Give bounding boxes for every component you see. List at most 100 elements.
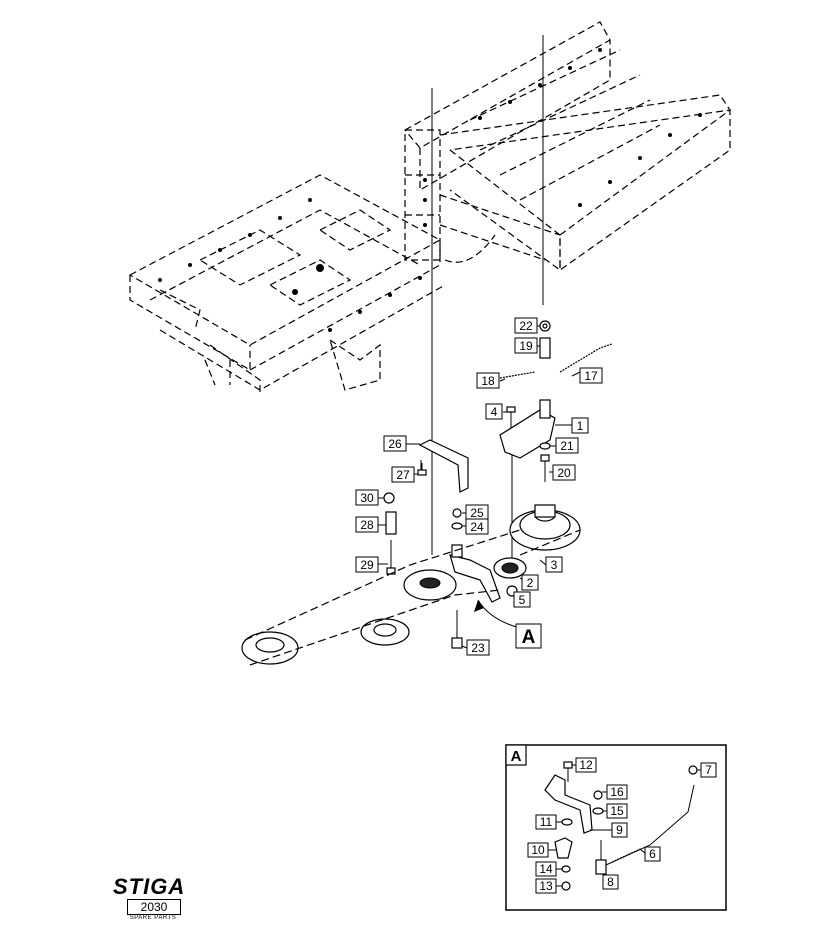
- callout-6: 6: [644, 846, 661, 862]
- callout-8-text: 8: [607, 875, 614, 889]
- callout-24-text: 24: [470, 520, 484, 534]
- part-washer-24: [451, 522, 463, 530]
- callout-9: 9: [611, 822, 628, 838]
- inset-arm-9: [544, 774, 593, 834]
- callout-22-text: 22: [519, 319, 533, 333]
- callout-13: 13: [535, 878, 557, 894]
- callout-26-text: 26: [388, 437, 402, 451]
- callout-20-text: 20: [557, 466, 571, 480]
- inset-washer-11: [561, 818, 573, 826]
- inset-clip-10: [554, 837, 573, 859]
- callout-21-text: 21: [560, 439, 574, 453]
- callout-8: 8: [602, 874, 619, 890]
- callout-25-text: 25: [470, 506, 484, 520]
- inset-label-box: [505, 744, 527, 766]
- callout-20: 20: [552, 464, 576, 481]
- callout-18: 18: [476, 372, 500, 389]
- callout-25: 25: [465, 504, 489, 521]
- stiga-logo: STIGA 2030 SPARE PARTS: [113, 875, 193, 923]
- part-spacer-28: [385, 511, 397, 535]
- detail-a-marker[interactable]: A: [515, 623, 542, 649]
- callout-3: 3: [545, 556, 563, 573]
- inset-nut-13: [561, 881, 571, 891]
- part-bolt-4: [506, 406, 516, 430]
- part-nut-22: [539, 320, 551, 332]
- callout-5-text: 5: [519, 593, 526, 607]
- part-nut-30: [383, 492, 395, 504]
- callout-1-text: 1: [577, 419, 584, 433]
- callout-30: 30: [355, 489, 379, 506]
- deck-belt-and-pulleys: [241, 529, 581, 666]
- part-spring-18: [499, 371, 536, 379]
- callout-17: 17: [579, 367, 603, 384]
- logo-subtitle: SPARE PARTS: [129, 915, 177, 921]
- callout-12: 12: [575, 757, 597, 773]
- callout-22: 22: [514, 317, 538, 334]
- callout-21: 21: [555, 437, 579, 454]
- callout-4: 4: [485, 403, 503, 420]
- inset-label-text: A: [511, 748, 522, 765]
- callout-18-text: 18: [481, 374, 495, 388]
- callout-13-text: 13: [539, 879, 553, 893]
- inset-washer-15: [592, 807, 604, 815]
- part-nut-25: [452, 508, 462, 518]
- inset-bolt-8: [595, 840, 607, 875]
- parts: [241, 320, 613, 666]
- callout-28: 28: [355, 516, 379, 533]
- alignment-lines: [420, 35, 544, 560]
- detail-a-marker-text: A: [522, 627, 536, 648]
- part-spacer-19: [539, 337, 551, 359]
- part-bracket-26: [418, 439, 469, 493]
- detail-arrow-head: [474, 600, 484, 612]
- callout-16: 16: [606, 784, 628, 800]
- callout-11-text: 11: [540, 815, 553, 829]
- callout-30-text: 30: [360, 491, 374, 505]
- inset-nut-7: [688, 765, 698, 775]
- logo-brand: STIGA: [113, 874, 186, 899]
- callout-17-text: 17: [584, 369, 598, 383]
- callout-1: 1: [571, 417, 589, 434]
- callout-2-text: 2: [527, 576, 534, 590]
- callout-27-text: 27: [396, 468, 410, 482]
- callout-2: 2: [521, 574, 539, 591]
- callout-14-text: 14: [539, 862, 553, 876]
- part-arm-boss: [451, 544, 463, 558]
- callout-11: 11: [535, 814, 557, 830]
- inset-washer-14: [561, 865, 571, 873]
- inset-nut-16: [593, 790, 603, 800]
- callout-14: 14: [535, 861, 557, 877]
- callout-15: 15: [606, 803, 628, 819]
- callout-4-text: 4: [491, 405, 498, 419]
- part-spring-17: [559, 343, 613, 373]
- part-bolt-27: [417, 463, 427, 476]
- callout-10: 10: [527, 842, 549, 858]
- callout-26: 26: [383, 435, 407, 452]
- callout-28-text: 28: [360, 518, 374, 532]
- callout-23-text: 23: [471, 641, 485, 655]
- part-bracket-1-boss: [539, 399, 551, 419]
- callout-10-text: 10: [531, 843, 545, 857]
- callouts-main: 22 19 18 17 4 1 21 20: [355, 317, 603, 656]
- callout-27: 27: [391, 466, 415, 483]
- part-washer-21: [539, 442, 551, 450]
- callout-15-text: 15: [610, 804, 624, 818]
- callout-12-text: 12: [579, 758, 593, 772]
- detail-inset-a: A: [505, 744, 727, 911]
- callout-16-text: 16: [610, 785, 624, 799]
- callout-29-text: 29: [360, 558, 374, 572]
- callout-6-text: 6: [649, 847, 656, 861]
- part-bolt-23: [451, 610, 463, 649]
- callout-19-text: 19: [519, 339, 533, 353]
- callout-24: 24: [465, 518, 489, 535]
- part-belt-pulley-3: [509, 504, 581, 551]
- callout-5: 5: [513, 591, 531, 608]
- chassis-frame: [128, 21, 732, 395]
- callout-23: 23: [466, 639, 490, 656]
- inset-cable-6: [605, 784, 695, 866]
- part-idler-pulley-2: [493, 557, 527, 579]
- part-tension-arm: [449, 554, 501, 603]
- part-bolt-29: [386, 540, 396, 575]
- callout-3-text: 3: [551, 558, 558, 572]
- callout-19: 19: [514, 337, 538, 354]
